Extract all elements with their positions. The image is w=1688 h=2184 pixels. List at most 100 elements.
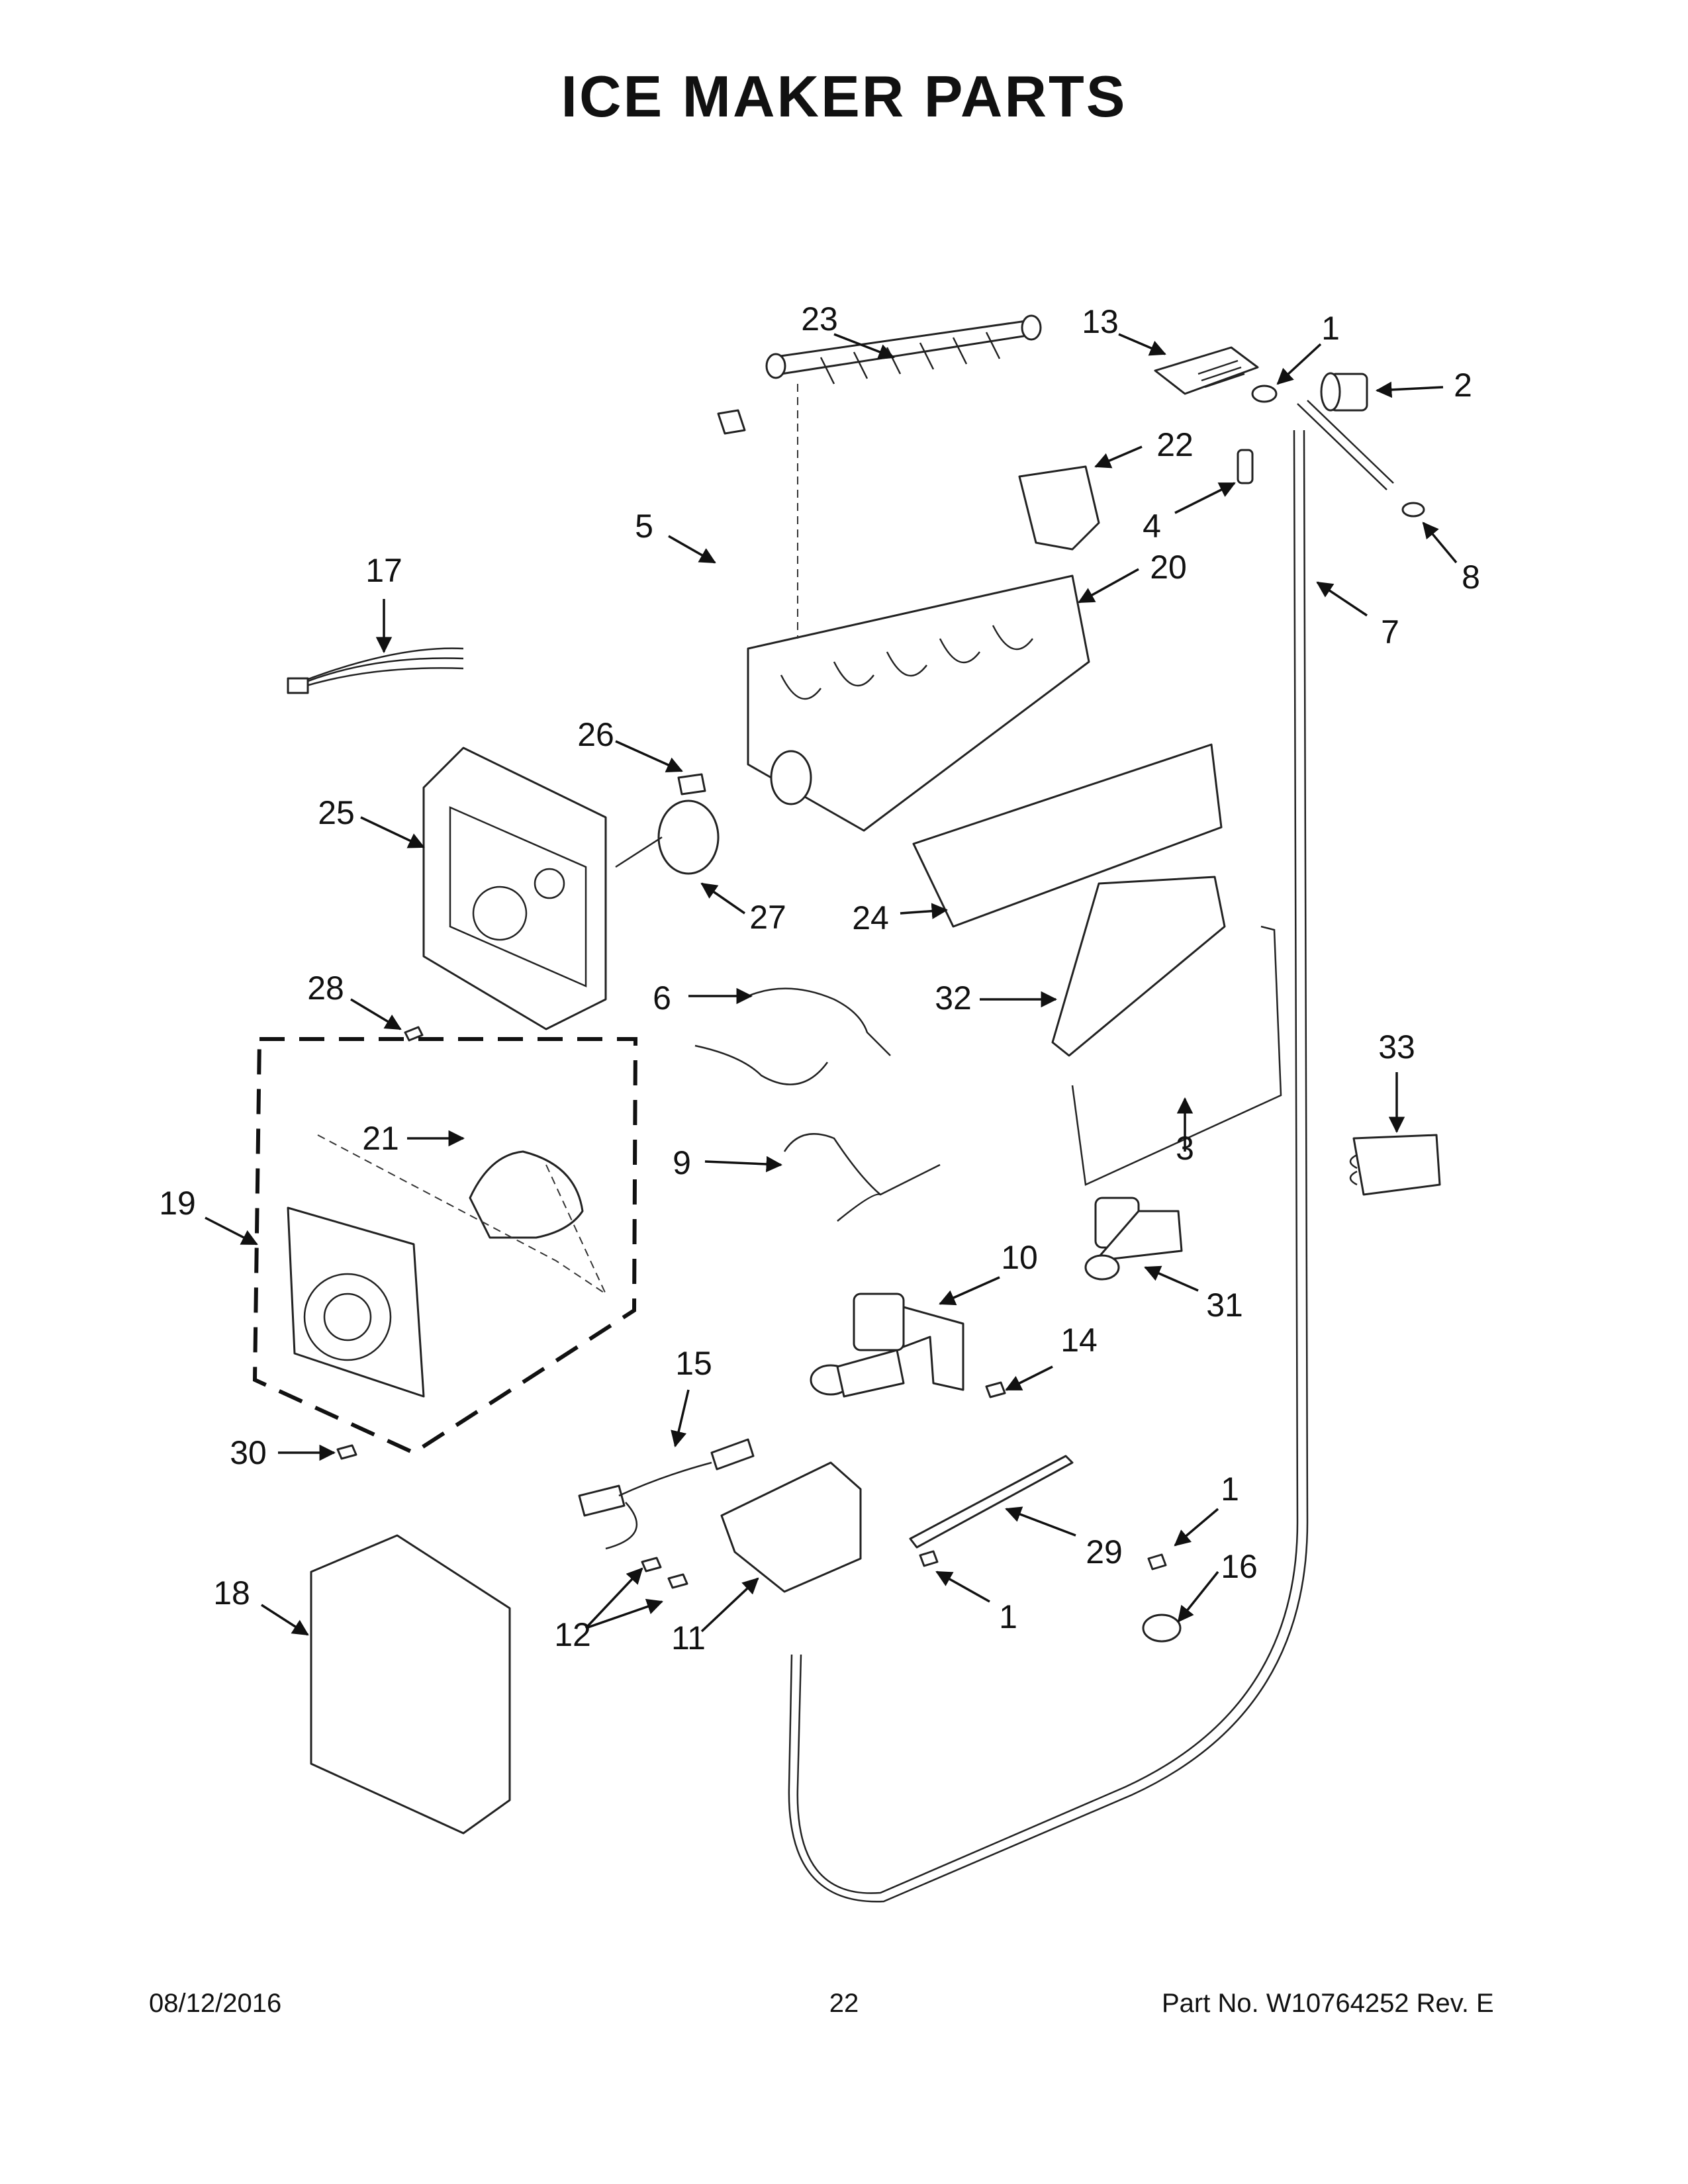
callout-9: 9 — [673, 1144, 691, 1181]
screw-part — [667, 1573, 688, 1589]
arrow-1-bottom — [935, 1570, 990, 1603]
callout-6: 6 — [653, 979, 671, 1017]
strip-part — [909, 1455, 1074, 1549]
wire-harness-part — [297, 647, 464, 690]
arrow-5 — [668, 535, 716, 564]
valve-bracket-part — [720, 1461, 862, 1593]
arrow-27 — [700, 882, 745, 915]
bail-arm-part — [1071, 925, 1282, 1186]
ejector-part — [765, 314, 1042, 385]
arrow-12-a — [585, 1567, 643, 1629]
module-part — [287, 1206, 425, 1398]
water-valve-part — [810, 1293, 964, 1398]
fill-tube-part — [1297, 403, 1387, 490]
washer-part — [1401, 502, 1425, 518]
arrow-28 — [350, 998, 402, 1030]
arrow-7 — [1316, 581, 1368, 617]
mounting-plate-part — [1051, 876, 1226, 1057]
callout-19: 19 — [159, 1185, 196, 1222]
arrow-26 — [615, 740, 683, 772]
arrow-31 — [1144, 1265, 1199, 1292]
callout-arrows — [205, 333, 1458, 1636]
callout-11: 11 — [671, 1619, 706, 1657]
arrow-20 — [1078, 568, 1139, 604]
callout-30: 30 — [230, 1434, 267, 1471]
callout-5: 5 — [635, 508, 653, 545]
arrow-14 — [1005, 1365, 1053, 1391]
arrow-8 — [1422, 522, 1458, 564]
footer-part-number: Part No. W10764252 Rev. E — [1162, 1989, 1494, 2018]
callout-24: 24 — [852, 899, 889, 936]
arrow-19 — [205, 1216, 258, 1246]
callout-17: 17 — [365, 552, 402, 589]
screw-part — [1147, 1553, 1167, 1570]
motor-part — [469, 1150, 584, 1239]
shutoff-arm-part — [615, 799, 720, 875]
callout-18: 18 — [213, 1574, 250, 1612]
arrow-11 — [700, 1577, 759, 1633]
wire-harness-part — [578, 1438, 755, 1550]
footer-page-number: 22 — [829, 1989, 859, 2018]
water-valve-part — [1084, 1197, 1183, 1281]
footer-date: 08/12/2016 — [149, 1989, 282, 2018]
arrow-2 — [1375, 381, 1444, 398]
callout-4: 4 — [1143, 508, 1161, 545]
arrow-18 — [261, 1604, 309, 1636]
fitting-part — [1320, 372, 1368, 412]
callout-22: 22 — [1156, 426, 1194, 463]
screw-part — [404, 1026, 424, 1042]
arrow-13 — [1118, 333, 1166, 356]
thermostat-part — [1237, 449, 1254, 484]
callout-10: 10 — [1001, 1239, 1038, 1276]
screw-part — [919, 1550, 939, 1567]
arrow-22 — [1094, 445, 1143, 469]
callout-23: 23 — [801, 300, 838, 338]
callout-12: 12 — [554, 1616, 591, 1653]
callout-31: 31 — [1206, 1287, 1243, 1324]
callout-25: 25 — [318, 794, 355, 831]
clamp-part — [1142, 1614, 1182, 1643]
tube-clip-part — [1352, 1134, 1441, 1196]
callout-1-bottom: 1 — [999, 1598, 1017, 1635]
callout-2: 2 — [1454, 367, 1472, 404]
callout-27: 27 — [749, 899, 786, 936]
ice-stripper-part — [1018, 465, 1100, 551]
arrow-16 — [1177, 1570, 1219, 1623]
callout-14: 14 — [1060, 1322, 1098, 1359]
arrow-1-top — [1276, 343, 1322, 385]
callout-26: 26 — [577, 716, 614, 753]
callout-29: 29 — [1086, 1533, 1123, 1570]
callout-7: 7 — [1381, 614, 1399, 651]
callout-33: 33 — [1378, 1028, 1415, 1066]
ice-maker-cover-part — [310, 1534, 511, 1835]
callout-32: 32 — [935, 979, 972, 1017]
module-assembly-outline — [252, 1037, 638, 1455]
cover-part — [912, 743, 1223, 928]
arrow-25 — [360, 816, 425, 848]
screw-part — [641, 1557, 662, 1572]
water-line-part — [796, 430, 1299, 1894]
heater-part — [783, 1133, 941, 1222]
clip-part — [717, 409, 746, 435]
page-title: ICE MAKER PARTS — [561, 64, 1127, 129]
arrow-12-b — [585, 1598, 663, 1629]
screw-part — [336, 1444, 357, 1460]
screw-part — [1251, 385, 1278, 403]
callout-21: 21 — [362, 1120, 399, 1157]
arrow-29 — [1005, 1506, 1076, 1537]
callout-13: 13 — [1082, 303, 1119, 340]
arrow-15 — [671, 1389, 690, 1447]
callout-20: 20 — [1150, 549, 1187, 586]
arrow-24 — [900, 903, 949, 919]
bracket-part — [1154, 346, 1259, 395]
callout-3: 3 — [1176, 1130, 1194, 1167]
callout-28: 28 — [307, 970, 344, 1007]
screw-part — [985, 1381, 1006, 1398]
heater-part — [694, 987, 891, 1085]
clip-part — [677, 773, 706, 796]
callout-1: 1 — [1321, 310, 1340, 347]
arrow-1-right — [1174, 1508, 1219, 1547]
ice-mold-part — [747, 574, 1090, 832]
arrow-9 — [704, 1156, 783, 1173]
